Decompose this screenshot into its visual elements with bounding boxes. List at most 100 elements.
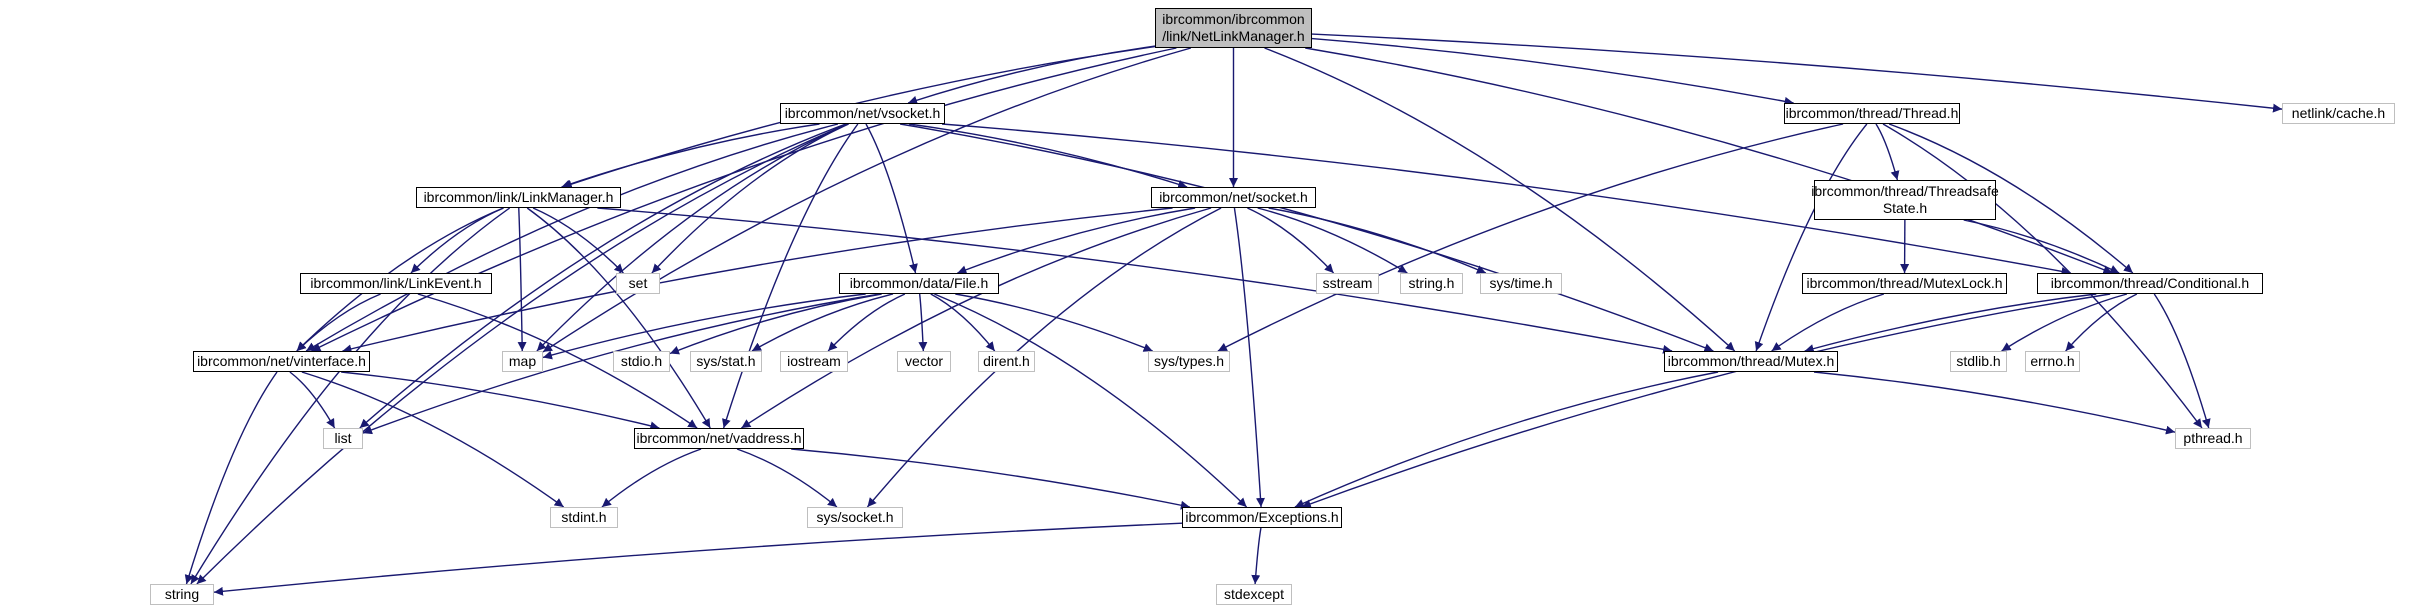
edge-vsocket-to-linkmanager bbox=[561, 123, 820, 189]
edge-socket-to-string_h bbox=[1257, 207, 1408, 274]
edge-conditional-to-errno bbox=[2065, 293, 2138, 352]
node-set: set bbox=[616, 273, 660, 294]
edge-layer bbox=[184, 33, 2283, 596]
node-exceptions-h[interactable]: ibrcommon/Exceptions.h bbox=[1182, 507, 1342, 528]
edge-file-to-map bbox=[542, 293, 866, 360]
node-socket-h[interactable]: ibrcommon/net/socket.h bbox=[1151, 187, 1316, 208]
edge-vinterface-to-list bbox=[289, 371, 336, 429]
edge-exceptions-to-string bbox=[213, 522, 1183, 596]
edge-thread-to-systypes bbox=[1217, 123, 1844, 352]
edge-vinterface-to-string bbox=[184, 371, 278, 585]
node-linkevent-h[interactable]: ibrcommon/link/LinkEvent.h bbox=[300, 273, 492, 294]
node-sys-socket-h: sys/socket.h bbox=[807, 507, 903, 528]
edge-file-to-systypes bbox=[955, 293, 1153, 352]
node-conditional-h[interactable]: ibrcommon/thread/Conditional.h bbox=[2037, 273, 2263, 294]
node-stdint-h: stdint.h bbox=[550, 507, 618, 528]
edge-netlinkmanager-to-mutex bbox=[1264, 47, 1736, 352]
node-stdlib-h: stdlib.h bbox=[1950, 351, 2007, 372]
edge-linkevent-to-vaddress bbox=[417, 293, 698, 429]
edge-file-to-list bbox=[362, 293, 881, 435]
edge-file-to-dirent bbox=[930, 293, 996, 352]
node-string-h: string.h bbox=[1400, 273, 1463, 294]
edge-netlinkmanager-to-cache bbox=[1311, 33, 2283, 113]
edge-conditional-to-mutex bbox=[1804, 293, 2097, 353]
node-vsocket-h[interactable]: ibrcommon/net/vsocket.h bbox=[780, 103, 945, 124]
node-errno-h: errno.h bbox=[2025, 351, 2080, 372]
node-list: list bbox=[323, 428, 363, 449]
node-linkmanager-h[interactable]: ibrcommon/link/LinkManager.h bbox=[416, 187, 621, 208]
node-sys-time-h: sys/time.h bbox=[1480, 273, 1562, 294]
node-file-h[interactable]: ibrcommon/data/File.h bbox=[839, 273, 999, 294]
edge-linkevent-to-vinterface bbox=[296, 293, 381, 352]
edge-vsocket-to-map bbox=[536, 123, 849, 352]
edge-netlinkmanager-to-map bbox=[542, 47, 1192, 353]
edge-exceptions-to-stdexcept bbox=[1251, 527, 1262, 585]
edge-conditional-to-pthread bbox=[2153, 293, 2211, 429]
edge-linkmanager-to-mutex bbox=[597, 207, 1673, 354]
edge-linkmanager-to-string bbox=[190, 207, 511, 585]
node-stdexcept: stdexcept bbox=[1216, 584, 1292, 605]
edge-netlinkmanager-to-conditional bbox=[1305, 47, 2113, 274]
edge-socket-to-syssocket bbox=[866, 207, 1222, 508]
edge-linkmanager-to-vaddress bbox=[526, 207, 711, 429]
node-vector: vector bbox=[897, 351, 951, 372]
node-stdio-h: stdio.h bbox=[613, 351, 670, 372]
edge-mutexlock-to-mutex bbox=[1771, 293, 1885, 352]
edge-vsocket-to-string bbox=[196, 123, 848, 585]
node-vaddress-h[interactable]: ibrcommon/net/vaddress.h bbox=[634, 428, 804, 449]
edge-socket-to-sstream bbox=[1247, 207, 1335, 274]
edge-thread-to-pthread bbox=[1882, 123, 2203, 429]
edge-mutex-to-exceptions bbox=[1294, 371, 1719, 508]
node-thread-h[interactable]: ibrcommon/thread/Thread.h bbox=[1784, 103, 1960, 124]
node-iostream: iostream bbox=[780, 351, 848, 372]
edge-file-to-vector bbox=[918, 293, 928, 352]
node-map: map bbox=[502, 351, 543, 372]
edge-vsocket-to-list bbox=[359, 123, 846, 429]
edge-vsocket-to-vaddress bbox=[722, 123, 859, 429]
edge-conditional-to-exceptions bbox=[1301, 293, 2111, 509]
edge-vsocket-to-vinterface bbox=[305, 123, 839, 352]
edge-thread-to-threadsafe bbox=[1875, 123, 1900, 181]
node-mutexlock-h[interactable]: ibrcommon/thread/MutexLock.h bbox=[1802, 273, 2007, 294]
edge-linkmanager-to-linkevent bbox=[410, 207, 504, 274]
node-sstream: sstream bbox=[1316, 273, 1379, 294]
node-mutex-h[interactable]: ibrcommon/thread/Mutex.h bbox=[1664, 351, 1838, 372]
node-threadsafestate-h[interactable]: ibrcommon/thread/Threadsafe State.h bbox=[1811, 180, 1999, 220]
edge-thread-to-conditional bbox=[1888, 123, 2134, 274]
node-sys-stat-h: sys/stat.h bbox=[690, 351, 762, 372]
node-vinterface-h[interactable]: ibrcommon/net/vinterface.h bbox=[193, 351, 370, 372]
node-sys-types-h: sys/types.h bbox=[1148, 351, 1230, 372]
edge-file-to-iostream bbox=[827, 293, 906, 352]
edge-mutex-to-pthread bbox=[1813, 371, 2176, 435]
edge-thread-to-mutex bbox=[1754, 123, 1868, 352]
edge-vaddress-to-stdint bbox=[601, 448, 702, 508]
edge-linkmanager-to-set bbox=[532, 207, 624, 274]
edge-file-to-sysstat bbox=[751, 293, 894, 352]
edge-vsocket-to-file bbox=[865, 123, 918, 274]
edge-file-to-exceptions bbox=[934, 293, 1248, 508]
edge-linkmanager-to-map bbox=[517, 207, 527, 352]
edge-linkmanager-to-vinterface bbox=[296, 207, 504, 352]
edge-socket-to-file bbox=[957, 207, 1196, 274]
node-string: string bbox=[150, 584, 214, 605]
edge-socket-to-vaddress bbox=[741, 207, 1212, 429]
node-dirent-h: dirent.h bbox=[978, 351, 1035, 372]
node-netlink-cache-h: netlink/cache.h bbox=[2282, 103, 2395, 124]
edge-vsocket-to-socket bbox=[908, 123, 1188, 189]
edge-conditional-to-stdlib bbox=[2001, 293, 2128, 352]
edge-file-to-stdio bbox=[669, 293, 882, 355]
edge-socket-to-exceptions bbox=[1233, 207, 1265, 508]
edge-vsocket-to-mutex bbox=[900, 123, 1714, 352]
edge-vaddress-to-exceptions bbox=[791, 448, 1190, 510]
node-pthread-h: pthread.h bbox=[2175, 428, 2251, 449]
edge-socket-to-vinterface bbox=[342, 207, 1173, 354]
node-netlinkmanager-h[interactable]: ibrcommon/ibrcommon /link/NetLinkManager… bbox=[1155, 8, 1312, 48]
edge-threadsafe-to-conditional bbox=[1963, 219, 2120, 274]
edge-socket-to-systime bbox=[1268, 207, 1487, 274]
edge-vinterface-to-vaddress bbox=[341, 371, 660, 431]
edge-netlinkmanager-to-thread bbox=[1311, 37, 1794, 106]
edge-netlinkmanager-to-vsocket bbox=[907, 45, 1156, 105]
edge-vsocket-to-set bbox=[651, 123, 849, 274]
edge-vaddress-to-syssocket bbox=[736, 448, 838, 508]
